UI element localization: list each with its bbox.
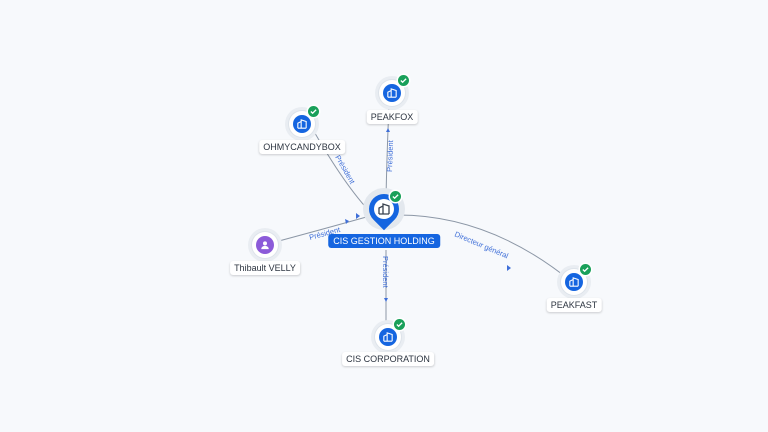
arrow-ohmycandybox [356,213,360,219]
verified-check-icon [394,319,405,330]
edge-label-peakfox: Président [385,139,395,172]
verified-check-icon [580,264,591,275]
node-label: OHMYCANDYBOX [259,140,345,154]
verified-check-icon [398,75,409,86]
building-icon [383,84,401,102]
arrow-thibault [345,219,349,224]
verified-check-icon [308,106,319,117]
node-label: CIS GESTION HOLDING [328,234,440,248]
node-label: Thibault VELLY [230,261,300,275]
node-label: CIS CORPORATION [342,352,434,366]
arrow-peakfox [386,128,390,132]
edge-label-peakfast: Directeur général [453,230,510,261]
node-label: PEAKFOX [366,110,418,124]
building-icon [379,328,397,346]
building-icon [293,115,311,133]
verified-check-icon [390,191,401,202]
node-label: PEAKFAST [546,298,602,312]
person-icon [256,236,274,254]
arrow-cis-corporation [384,298,388,302]
edge-peakfast [397,214,573,283]
edge-label-cis-corporation: Président [381,256,390,289]
building-icon [374,199,394,219]
building-icon [565,273,583,291]
arrow-peakfast [507,265,511,271]
